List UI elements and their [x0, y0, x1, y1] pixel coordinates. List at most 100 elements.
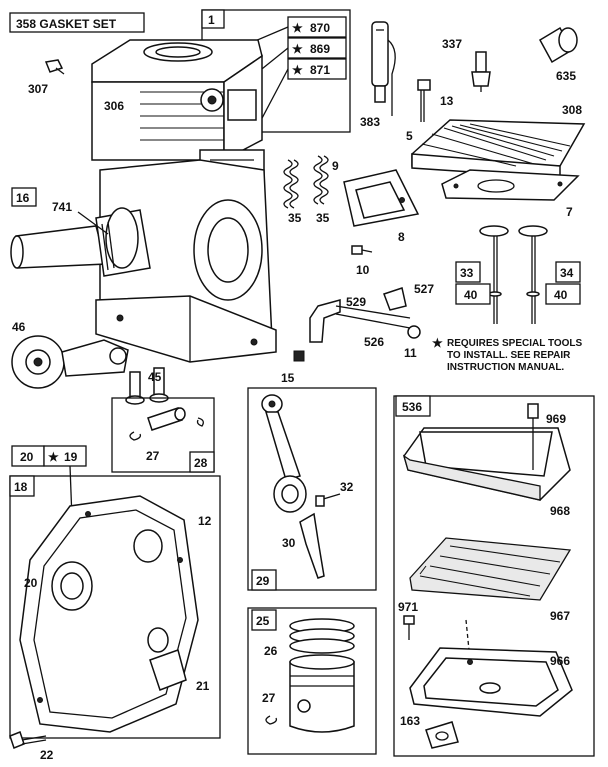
- part-label-34: 34: [560, 266, 574, 280]
- part-label-527: 527: [414, 282, 434, 296]
- tag-box-29: [251, 569, 277, 591]
- part-label-33: 33: [460, 266, 474, 280]
- elbow-gasket: [425, 721, 459, 749]
- star-icon: ★: [48, 450, 59, 464]
- tag-box-1: [201, 9, 225, 29]
- plug-boot: [538, 26, 578, 64]
- ignition-boot: [371, 21, 396, 116]
- note-line-1: REQUIRES SPECIAL TOOLS: [447, 338, 583, 349]
- valve-springs: [283, 155, 329, 209]
- part-label-967: 967: [550, 609, 570, 623]
- part-label-307: 307: [28, 82, 48, 96]
- crankcase-cover: [19, 495, 199, 733]
- head-bolt: [417, 79, 431, 122]
- part-label-28: 28: [194, 456, 208, 470]
- part-label-27: 27: [146, 449, 160, 463]
- valves: [479, 225, 548, 324]
- part-label-526: 526: [364, 335, 384, 349]
- part-label-40: 40: [554, 288, 568, 302]
- note-line-2: TO INSTALL. SEE REPAIR: [447, 350, 571, 361]
- tag-box-40: [455, 283, 491, 305]
- part-label-35: 35: [288, 211, 302, 225]
- part-label-18: 18: [14, 480, 28, 494]
- part-label-337: 337: [442, 37, 462, 51]
- part-label-870: 870: [310, 21, 330, 35]
- rod-group-box: [247, 387, 377, 591]
- breather-tube: [309, 287, 421, 343]
- part-label-5: 5: [406, 129, 413, 143]
- part-label-20: 20: [24, 576, 38, 590]
- air-cleaner-base: [409, 647, 573, 717]
- plug-15: [293, 350, 305, 362]
- part-label-971: 971: [398, 600, 418, 614]
- part-label-13: 13: [440, 94, 454, 108]
- part-label-15: 15: [281, 371, 295, 385]
- part-label-1: 1: [208, 13, 215, 27]
- gasket-set-title: 358 GASKET SET: [16, 17, 117, 31]
- part-label-306: 306: [104, 99, 124, 113]
- cylinder-block: [91, 39, 277, 363]
- tag-box-28: [189, 451, 215, 473]
- part-label-16: 16: [16, 191, 30, 205]
- part-label-966: 966: [550, 654, 570, 668]
- part-label-8: 8: [398, 230, 405, 244]
- tag-box-33: [455, 261, 481, 283]
- tag-box-19: [43, 445, 87, 467]
- part-label-45: 45: [148, 370, 162, 384]
- spark-plug: [471, 51, 491, 92]
- pin-group-box: [111, 397, 215, 473]
- tag-box-40: [545, 283, 581, 305]
- cylinder-head: [411, 119, 586, 179]
- part-label-9: 9: [332, 159, 339, 173]
- part-label-10: 10: [356, 263, 370, 277]
- star-icon: ★: [292, 42, 303, 56]
- tag-box-25: [251, 609, 277, 631]
- tag-box-34: [555, 261, 581, 283]
- part-label-40: 40: [464, 288, 478, 302]
- part-label-30: 30: [282, 536, 296, 550]
- part-label-35: 35: [316, 211, 330, 225]
- crankshaft: [10, 207, 151, 277]
- tag-box-536: [395, 395, 431, 417]
- note-line-3: INSTRUCTION MANUAL.: [447, 362, 564, 373]
- tag-box-18: [9, 475, 35, 497]
- breather-screw: [351, 245, 373, 255]
- part-label-383: 383: [360, 115, 380, 129]
- part-label-968: 968: [550, 504, 570, 518]
- part-label-20: 20: [20, 450, 34, 464]
- cover-bolt: [9, 731, 47, 749]
- part-label-46: 46: [12, 320, 26, 334]
- air-cleaner-cover: [402, 403, 571, 501]
- part-label-969: 969: [546, 412, 566, 426]
- gasket-set-title-box: [9, 12, 145, 33]
- part-label-22: 22: [40, 748, 54, 762]
- part-label-32: 32: [340, 480, 354, 494]
- sump-group-box: [9, 475, 221, 739]
- tag-box-16: [11, 187, 37, 207]
- part-label-163: 163: [400, 714, 420, 728]
- part-label-741: 741: [52, 200, 72, 214]
- air-cleaner-group-box: [393, 395, 595, 757]
- star-icon: ★: [292, 63, 303, 77]
- breather-cover: [343, 169, 420, 227]
- part-label-529: 529: [346, 295, 366, 309]
- part-label-536: 536: [402, 400, 422, 414]
- part-label-308: 308: [562, 103, 582, 117]
- air-filter-element: [409, 537, 572, 601]
- part-label-27: 27: [262, 691, 276, 705]
- connecting-rod: [261, 394, 341, 579]
- part-label-21: 21: [196, 679, 210, 693]
- part-label-869: 869: [310, 42, 330, 56]
- part-label-635: 635: [556, 69, 576, 83]
- base-screw: [403, 615, 415, 640]
- part-label-25: 25: [256, 614, 270, 628]
- part-label-871: 871: [310, 63, 330, 77]
- cam-gear: [11, 335, 129, 389]
- bolt-307: [44, 59, 65, 75]
- head-gasket: [441, 169, 580, 201]
- part-label-19: 19: [64, 450, 78, 464]
- piston: [265, 618, 355, 733]
- part-label-29: 29: [256, 574, 270, 588]
- star-icon: ★: [432, 336, 443, 350]
